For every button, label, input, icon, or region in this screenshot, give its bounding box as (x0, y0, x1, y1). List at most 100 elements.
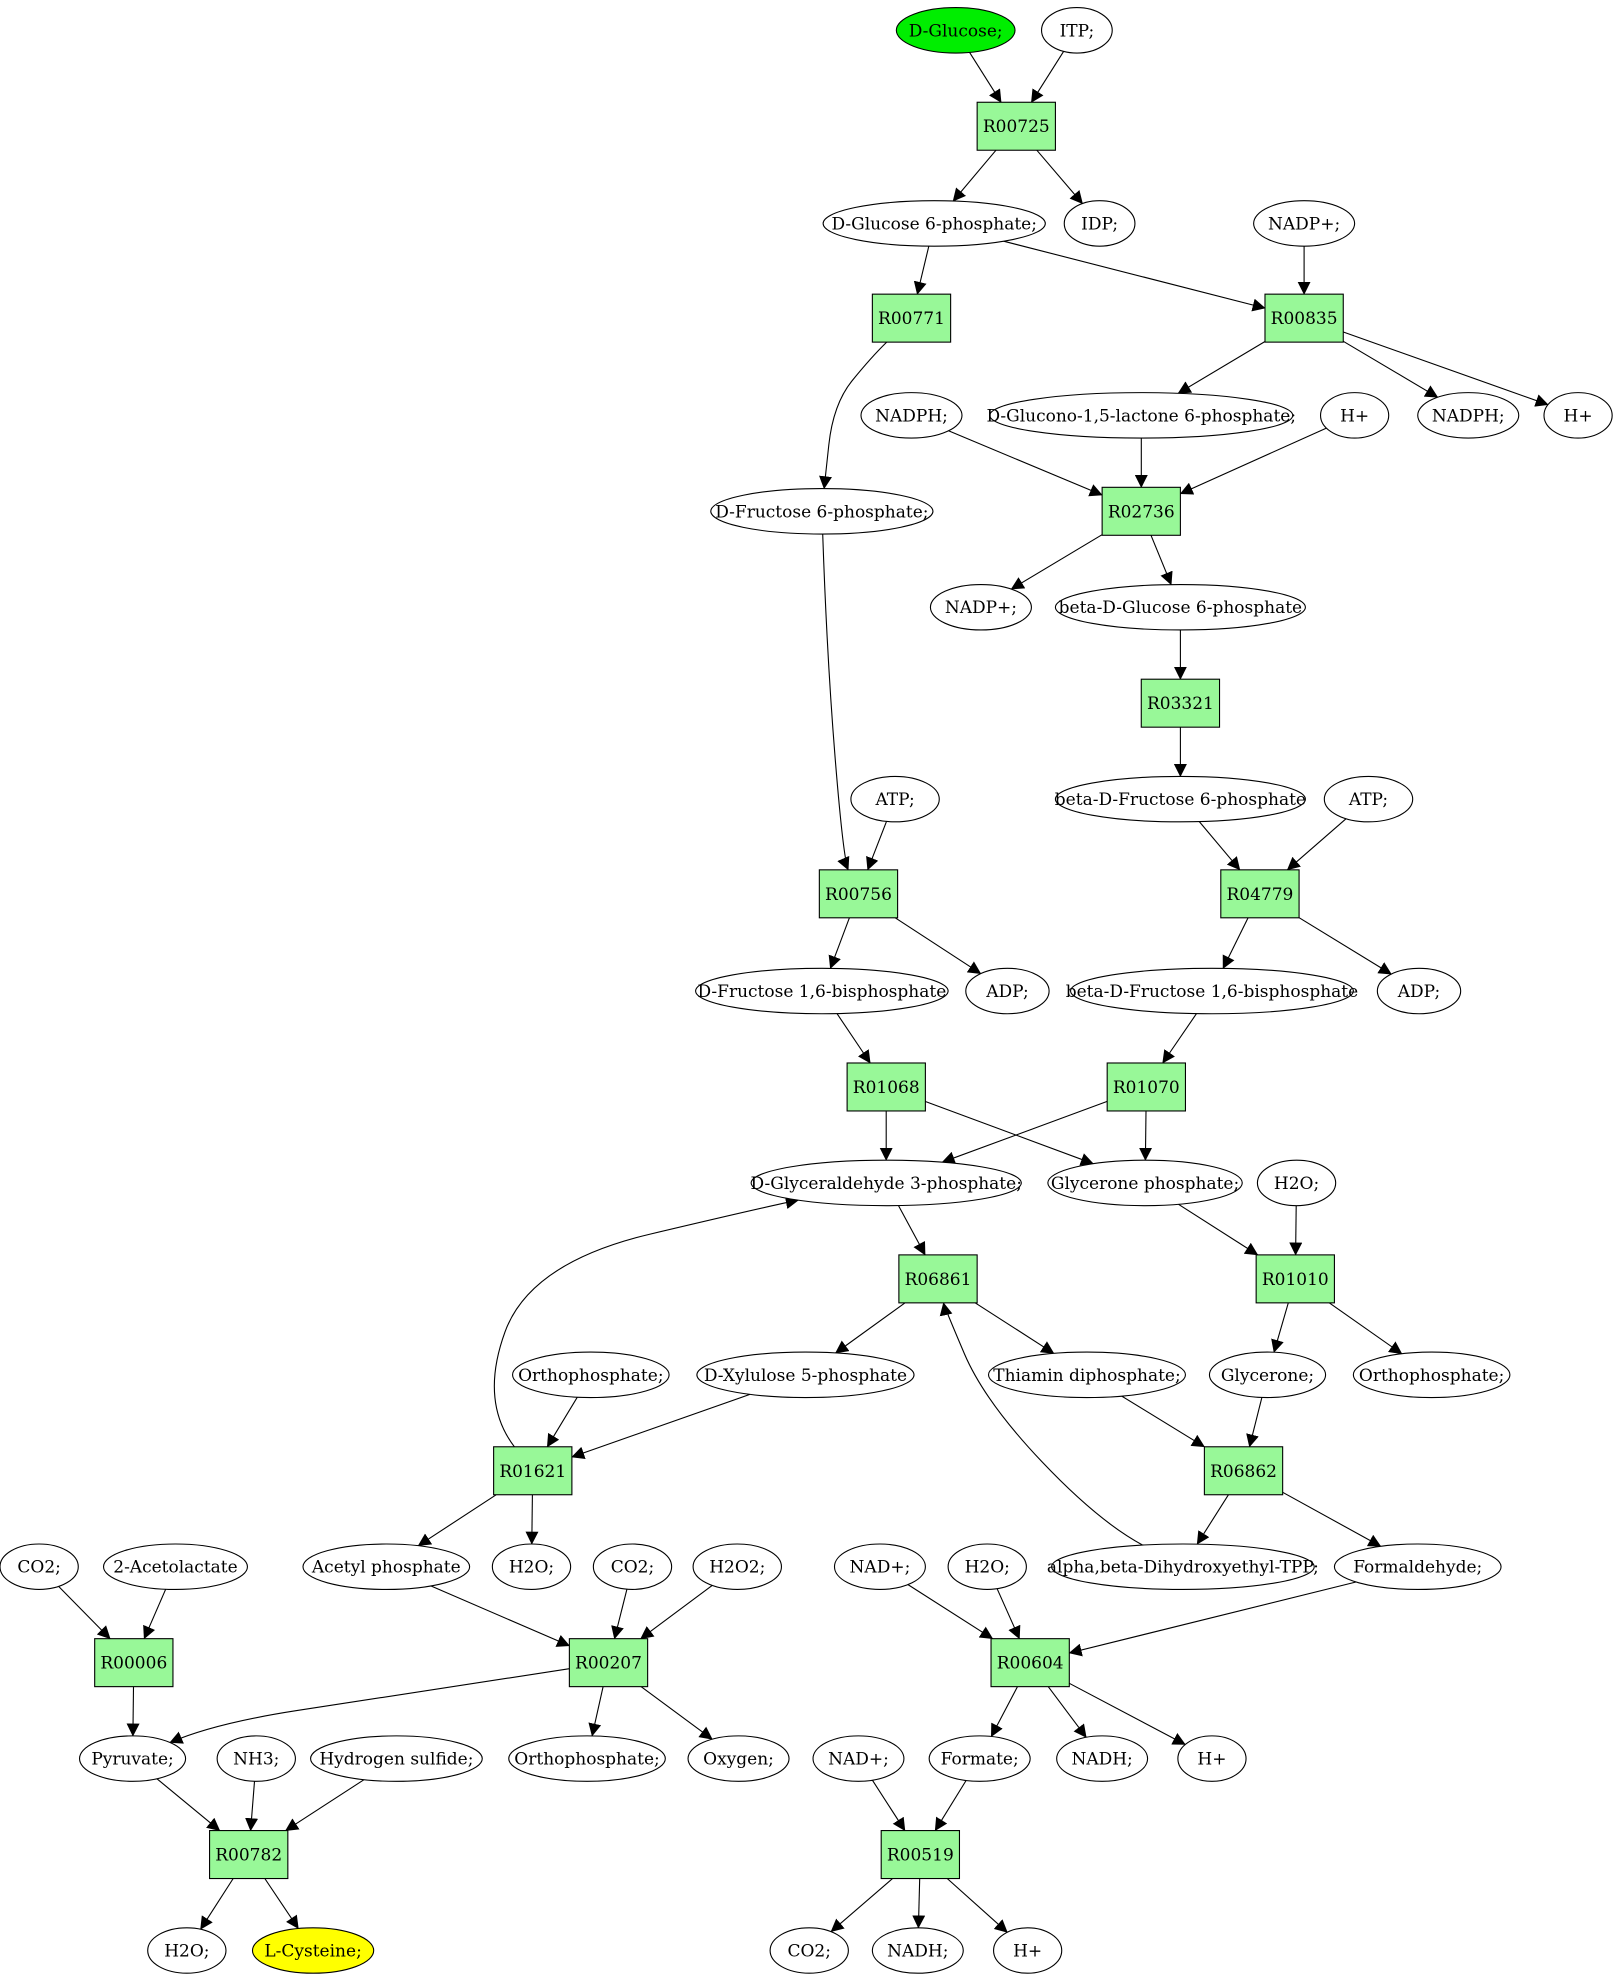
edge-R00519-to-nadh2 (912, 1878, 926, 1929)
edge-R01621-to-h2o2 (525, 1494, 539, 1545)
metabolite-node-formate: Formate; (928, 1735, 1031, 1782)
metabolite-shape (871, 1927, 964, 1974)
edge-R04779-to-bfbp (1222, 917, 1249, 969)
edge-h2o1-to-R01010 (1289, 1205, 1303, 1256)
edge-nad2-to-R00519 (871, 1779, 906, 1832)
metabolite-node-itp: ITP; (1040, 7, 1113, 54)
metabolite-shape (695, 967, 949, 1015)
metabolite-shape (1319, 392, 1390, 439)
metabolite-shape (147, 1927, 227, 1974)
metabolite-shape (1543, 392, 1613, 439)
metabolite-label: NADPH; (1432, 406, 1505, 426)
metabolite-label: beta-D-Fructose 6-phosphate (1055, 790, 1306, 810)
reaction-label: R03321 (1147, 694, 1214, 714)
reaction-box (898, 1254, 978, 1304)
metabolite-shape (687, 1735, 790, 1782)
metabolite-shape (508, 1735, 666, 1782)
reaction-label: R06861 (905, 1270, 972, 1290)
metabolite-node-adp1: ADP; (965, 967, 1050, 1015)
metabolite-node-fbp: D-Fructose 1,6-bisphosphate (695, 967, 949, 1015)
edge-R00835-to-nadph2 (1343, 340, 1439, 398)
reaction-box (1220, 869, 1300, 919)
edge-R00725-to-idp (1036, 149, 1083, 205)
reaction-node-R04779: R04779 (1220, 869, 1300, 919)
metabolite-node-h2o1: H2O; (1256, 1159, 1337, 1207)
reaction-box (1101, 486, 1181, 536)
metabolite-node-nadh1: NADH; (1056, 1735, 1149, 1782)
reaction-label: R01010 (1262, 1270, 1329, 1290)
metabolite-shape (1376, 967, 1462, 1015)
edge-R00782-to-h2o4 (200, 1878, 234, 1930)
reaction-node-R06862: R06862 (1203, 1446, 1284, 1496)
metabolite-node-form: Formaldehyde; (1333, 1543, 1502, 1590)
metabolite-node-tpp: Thiamin diphosphate; (987, 1351, 1187, 1399)
metabolite-shape (512, 1351, 670, 1399)
metabolite-shape (860, 392, 963, 439)
edge-R00604-to-nadh1 (1047, 1686, 1087, 1738)
edge-acp-to-R00207 (430, 1585, 570, 1647)
reaction-node-R01010: R01010 (1255, 1254, 1335, 1304)
edge-glc-to-R00725 (969, 52, 1002, 103)
metabolite-shape (1063, 200, 1136, 247)
edge-fbp-to-R01068 (836, 1013, 871, 1064)
metabolite-node-gap: D-Glyceraldehyde 3-phosphate; (751, 1159, 1022, 1207)
edge-R00604-to-formate (990, 1686, 1018, 1738)
reaction-label: R00725 (983, 117, 1050, 137)
metabolite-shape (1070, 967, 1354, 1015)
edge-itp-to-R00725 (1030, 51, 1065, 103)
edge-h2o2x-to-R00207 (640, 1584, 713, 1640)
edge-R06861-to-tpp (975, 1302, 1055, 1354)
edge-nadph1-to-R02736 (948, 430, 1103, 497)
metabolite-node-pi2: Orthophosphate; (1352, 1351, 1511, 1399)
edge-layer (58, 51, 1549, 1933)
metabolite-label: H2O; (1274, 1174, 1319, 1194)
metabolite-shape (822, 200, 1046, 247)
edge-R00756-to-adp1 (894, 917, 982, 975)
metabolite-label: IDP; (1081, 214, 1118, 234)
metabolite-label: NADPH; (875, 406, 948, 426)
edge-R01070-to-gap (941, 1100, 1108, 1165)
metabolite-shape (1323, 775, 1414, 823)
metabolite-label: H2O; (509, 1558, 554, 1578)
edge-nad1-to-R00604 (907, 1584, 994, 1640)
metabolite-shape (965, 967, 1050, 1015)
edge-R01621-to-gap (493, 1196, 799, 1448)
metabolite-node-h3: H+ (1177, 1735, 1247, 1782)
reaction-label: R00756 (825, 885, 892, 905)
metabolite-shape (0, 1543, 79, 1590)
metabolite-node-dhe: alpha,beta-Dihydroxyethyl-TPP; (1047, 1543, 1319, 1590)
metabolite-label: D-Fructose 6-phosphate; (715, 502, 928, 522)
metabolite-shape (1417, 392, 1520, 439)
reaction-node-R00782: R00782 (209, 1830, 289, 1880)
node-layer: D-Glucose;ITP;D-Glucose 6-phosphate;IDP;… (0, 7, 1613, 1974)
metabolite-label: Orthophosphate; (514, 1750, 659, 1770)
metabolite-node-glyc: Glycerone; (1208, 1351, 1327, 1399)
edge-R00207-to-oxy (640, 1686, 713, 1740)
metabolite-shape (947, 1543, 1027, 1590)
metabolite-node-gl6p: D-Glucono-1,5-lactone 6-phosphate; (986, 392, 1296, 439)
edge-glyc-to-R06862 (1246, 1397, 1263, 1448)
reaction-node-R02736: R02736 (1101, 486, 1181, 536)
edge-acl-to-R00006 (143, 1588, 167, 1640)
metabolite-label: Acetyl phosphate (311, 1558, 461, 1578)
metabolite-node-co2a: CO2; (0, 1543, 79, 1590)
reaction-node-R00006: R00006 (94, 1638, 174, 1688)
metabolite-shape (850, 775, 940, 823)
metabolite-label: Pyruvate; (91, 1750, 173, 1770)
metabolite-node-idp: IDP; (1063, 200, 1136, 247)
metabolite-node-dhap: Glycerone phosphate; (1047, 1159, 1243, 1207)
metabolite-node-pi3: Orthophosphate; (508, 1735, 666, 1782)
metabolite-label: ADP; (985, 982, 1028, 1002)
metabolite-node-nadp2: NADP+; (929, 583, 1032, 631)
metabolite-label: alpha,beta-Dihydroxyethyl-TPP; (1047, 1558, 1319, 1578)
metabolite-label: CO2; (611, 1558, 655, 1578)
metabolite-shape (989, 392, 1294, 439)
metabolite-label: NAD+; (850, 1558, 911, 1578)
reaction-box (846, 1062, 926, 1112)
reaction-label: R04779 (1226, 885, 1293, 905)
reaction-label: R02736 (1108, 502, 1175, 522)
edge-R00207-to-pyr (169, 1668, 570, 1744)
edge-x5p-to-R01621 (571, 1393, 751, 1460)
edge-bf6p-to-R04779 (1198, 821, 1241, 871)
